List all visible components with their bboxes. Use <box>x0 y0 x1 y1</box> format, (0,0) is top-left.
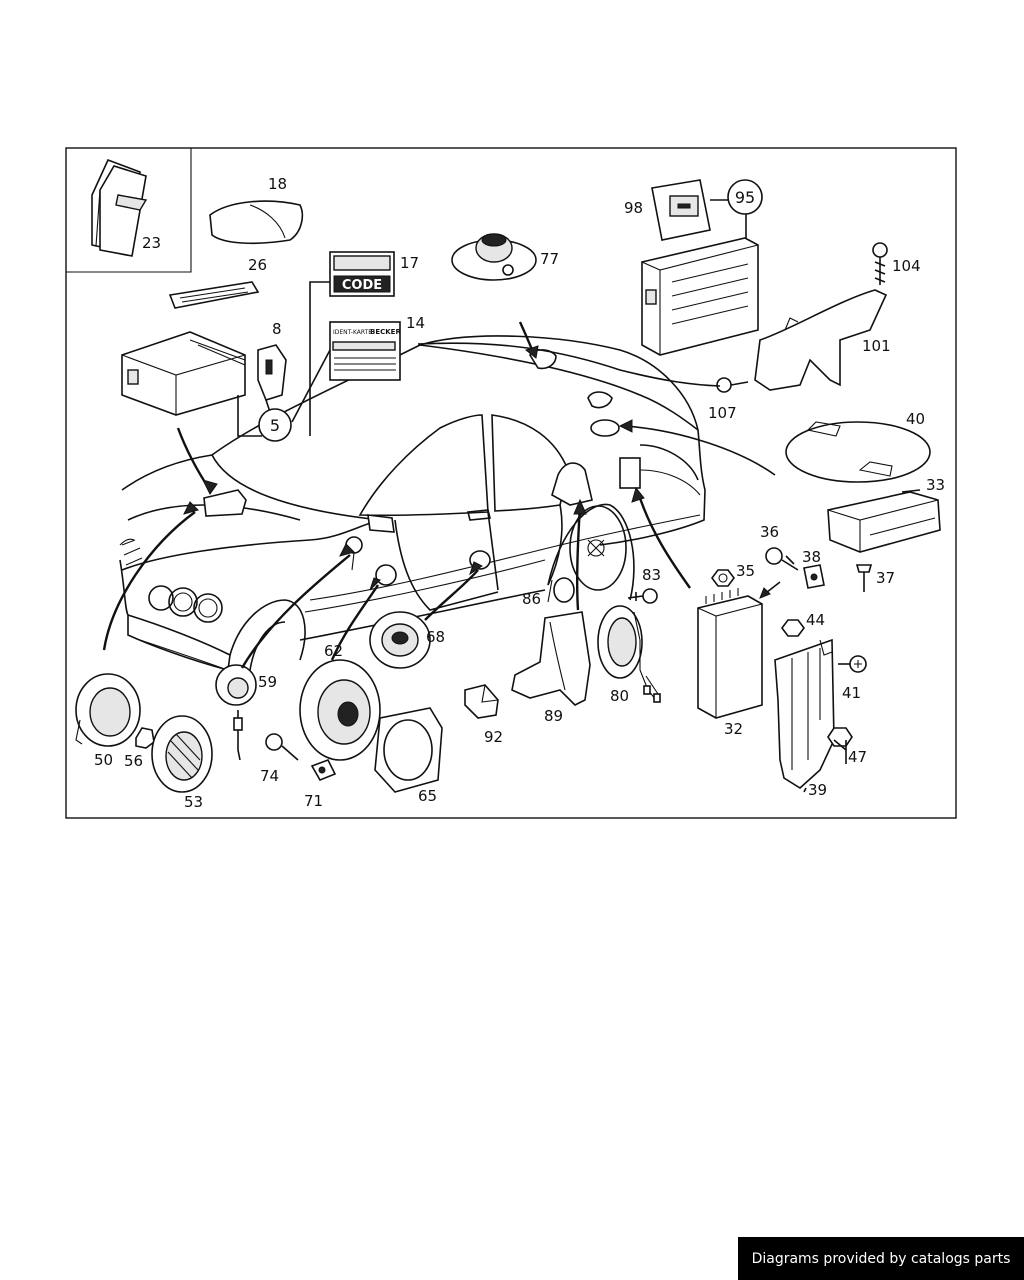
part-40-cover <box>785 421 931 483</box>
callout-32: 32 <box>724 720 743 738</box>
part-107-screw <box>716 377 749 393</box>
callout-labels: 18 23 26 17 14 8 5 77 98 95 104 101 107 … <box>94 175 945 811</box>
part-68-speaker <box>369 611 431 669</box>
callout-36: 36 <box>760 523 779 541</box>
callout-17: 17 <box>400 254 419 272</box>
part-41-screw <box>838 655 867 673</box>
part-86-plug <box>547 577 575 603</box>
part-104-screw <box>872 242 888 285</box>
inset-box <box>66 148 192 273</box>
callout-86: 86 <box>522 590 541 608</box>
part-39-bracket <box>774 638 835 789</box>
part-50-speaker <box>75 673 141 747</box>
code-label-text: CODE <box>342 278 382 293</box>
callout-59: 59 <box>258 673 277 691</box>
part-38-clip <box>803 564 825 589</box>
callout-33: 33 <box>926 476 945 494</box>
callout-40: 40 <box>906 410 925 428</box>
part-65-ring <box>374 707 443 793</box>
callout-92: 92 <box>484 728 503 746</box>
callout-80: 80 <box>610 687 629 705</box>
part-23-manual <box>91 158 148 257</box>
part-53-grille <box>151 715 213 793</box>
part-36-bolt <box>765 547 799 571</box>
catalog-credit-banner: Diagrams provided by catalogs parts <box>738 1237 1024 1280</box>
part-77-speaker <box>451 233 537 281</box>
part-92-block <box>464 684 499 719</box>
part-80-speaker <box>597 605 661 703</box>
part-radio-unit <box>121 331 246 416</box>
callout-95: 95 <box>735 188 755 207</box>
part-37-screw <box>855 564 873 592</box>
callout-101: 101 <box>862 337 891 355</box>
callout-65: 65 <box>418 787 437 805</box>
ident-card-text: IDENT-KARTE <box>333 329 372 336</box>
callout-98: 98 <box>624 199 643 217</box>
part-32-amplifier <box>697 588 763 719</box>
leader-lines <box>102 199 921 793</box>
callout-68: 68 <box>426 628 445 646</box>
callout-62: 62 <box>324 642 343 660</box>
part-74-screw <box>265 733 299 761</box>
callout-18: 18 <box>268 175 287 193</box>
part-18-pouch <box>209 200 304 245</box>
part-89-duct <box>511 611 591 706</box>
part-98-module <box>651 179 711 241</box>
callout-95-circle <box>727 179 763 215</box>
callout-83: 83 <box>642 566 661 584</box>
part-14-ident-card: IDENT-KARTE BECKER <box>329 321 401 381</box>
part-71-clip <box>310 758 337 782</box>
brand-text: BECKER <box>370 328 401 336</box>
callout-56: 56 <box>124 752 143 770</box>
part-47-nut <box>827 727 853 747</box>
callout-26: 26 <box>248 256 267 274</box>
part-83-screw <box>627 588 658 604</box>
part-44-nut <box>781 619 805 637</box>
callout-47: 47 <box>848 748 867 766</box>
callout-5-circle <box>258 408 292 442</box>
callout-39: 39 <box>808 781 827 799</box>
callout-14: 14 <box>406 314 425 332</box>
callout-44: 44 <box>806 611 825 629</box>
part-59-tweeter <box>215 664 257 761</box>
callout-50: 50 <box>94 751 113 769</box>
callout-53: 53 <box>184 793 203 811</box>
callout-71: 71 <box>304 792 323 810</box>
callout-89: 89 <box>544 707 563 725</box>
callout-41: 41 <box>842 684 861 702</box>
callout-5: 5 <box>270 416 280 435</box>
part-17-code-label: CODE <box>329 251 395 297</box>
callout-38: 38 <box>802 548 821 566</box>
part-62-speaker <box>299 659 381 761</box>
callout-104: 104 <box>892 257 921 275</box>
callout-37: 37 <box>876 569 895 587</box>
credit-text: Diagrams provided by catalogs parts <box>751 1250 1011 1267</box>
callout-77: 77 <box>540 250 559 268</box>
part-26-remote <box>168 281 260 309</box>
callout-74: 74 <box>260 767 279 785</box>
part-95-amplifier <box>641 237 759 356</box>
part-101-bracket <box>754 289 888 391</box>
callout-35: 35 <box>736 562 755 580</box>
part-8-bracket <box>257 344 287 401</box>
part-33-unit <box>827 491 941 553</box>
car-body <box>119 335 706 672</box>
callout-23: 23 <box>142 234 161 252</box>
callout-107: 107 <box>708 404 737 422</box>
part-35-nut <box>711 569 735 587</box>
part-on-car-details <box>203 349 641 586</box>
callout-8: 8 <box>272 320 282 338</box>
